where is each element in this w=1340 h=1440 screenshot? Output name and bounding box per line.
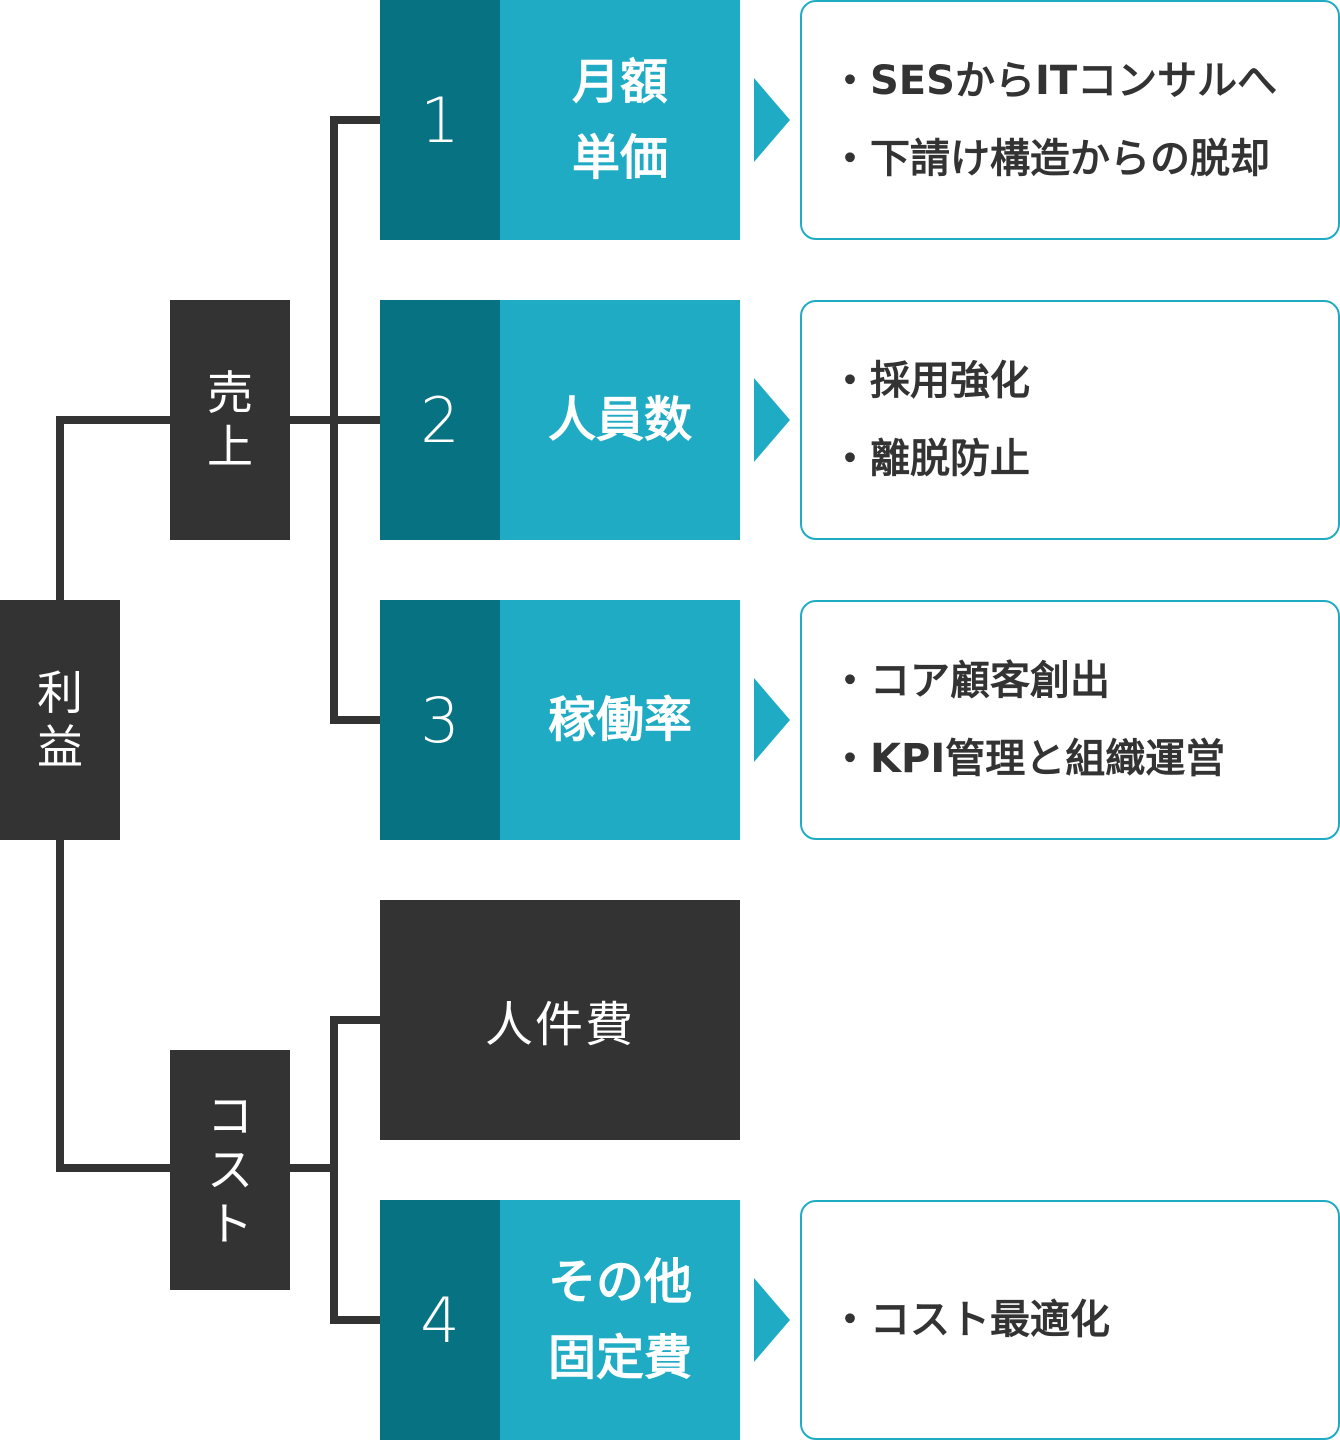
profit-char: 益 <box>37 720 83 774</box>
lever-number-1: 1 <box>380 0 500 240</box>
connector-to-lever-4 <box>330 1316 384 1324</box>
lever-details-1: SESからITコンサルへ 下請け構造からの脱却 <box>800 0 1340 240</box>
arrow-right-icon <box>754 378 790 462</box>
lever-number-3: 3 <box>380 600 500 840</box>
cost-char: ス <box>207 1143 253 1197</box>
lever-label-2: 人員数 <box>500 300 740 540</box>
lever-label-line: 単価 <box>571 130 668 186</box>
cost-char: コ <box>207 1089 253 1143</box>
lever-label-line: その他 <box>547 1254 692 1310</box>
cost-char: ト <box>207 1197 253 1251</box>
detail-item: コア顧客創出 <box>830 642 1338 720</box>
connector-to-lever-3 <box>330 716 384 724</box>
connector-to-lever-1 <box>330 116 384 124</box>
lever-label-1: 月額 単価 <box>500 0 740 240</box>
lever-label-line: 固定費 <box>547 1330 692 1386</box>
revenue-node: 売 上 <box>170 300 290 540</box>
arrow-right-icon <box>754 1278 790 1362</box>
arrow-right-icon <box>754 678 790 762</box>
arrow-right-icon <box>754 78 790 162</box>
profit-node: 利 益 <box>0 600 120 840</box>
lever-details-4: コスト最適化 <box>800 1200 1340 1440</box>
lever-details-2: 採用強化 離脱防止 <box>800 300 1340 540</box>
cost-node: コ ス ト <box>170 1050 290 1290</box>
connector-root-to-revenue <box>56 416 176 424</box>
lever-number-2: 2 <box>380 300 500 540</box>
lever-label-line: 稼働率 <box>547 692 692 748</box>
personnel-cost-label: 人件費 <box>484 997 635 1053</box>
connector-to-personnel <box>330 1016 384 1024</box>
lever-label-3: 稼働率 <box>500 600 740 840</box>
lever-label-line: 月額 <box>571 54 668 110</box>
detail-item: 下請け構造からの脱却 <box>830 120 1338 198</box>
connector-cost-vertical <box>330 1016 338 1324</box>
detail-item: 採用強化 <box>830 342 1338 420</box>
detail-item: SESからITコンサルへ <box>830 42 1338 120</box>
revenue-char: 売 <box>207 366 253 420</box>
lever-label-4: その他 固定費 <box>500 1200 740 1440</box>
detail-item: 離脱防止 <box>830 420 1338 498</box>
revenue-char: 上 <box>207 420 253 474</box>
detail-item: コスト最適化 <box>830 1281 1338 1359</box>
detail-item: KPI管理と組織運営 <box>830 720 1338 798</box>
lever-label-line: 人員数 <box>547 392 692 448</box>
lever-number-4: 4 <box>380 1200 500 1440</box>
personnel-cost-node: 人件費 <box>380 900 740 1140</box>
lever-details-3: コア顧客創出 KPI管理と組織運営 <box>800 600 1340 840</box>
connector-cost-out <box>288 1164 336 1172</box>
connector-root-to-cost <box>56 1164 176 1172</box>
connector-revenue-vertical <box>330 116 338 724</box>
profit-char: 利 <box>37 666 83 720</box>
